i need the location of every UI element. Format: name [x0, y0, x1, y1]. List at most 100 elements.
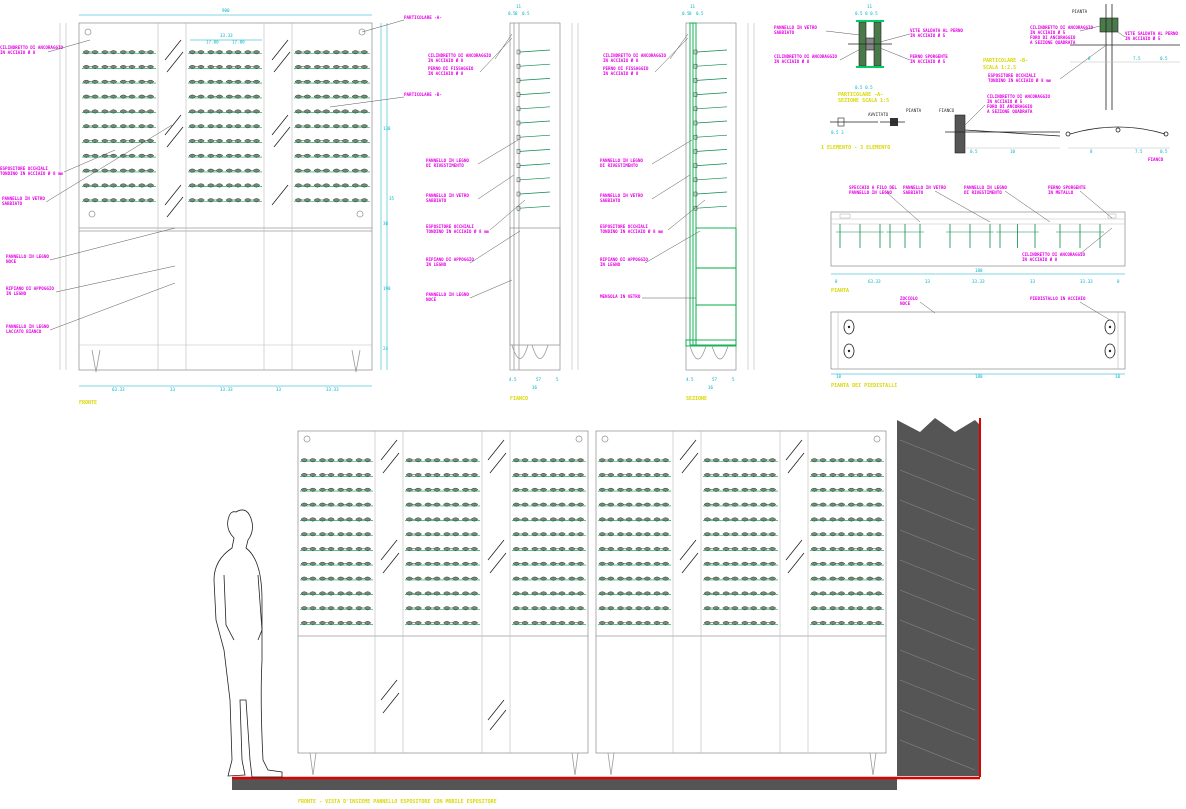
label-laccato: PANNELLO IN LEGNO	[6, 324, 49, 329]
pedestal-label: PIEDISTALLO IN ACCIAIO	[1030, 296, 1086, 301]
pedestal-foot	[1104, 343, 1116, 359]
detail-a-title: PARTICOLARE -A-	[838, 92, 883, 98]
side2-label: TONDINO IN ACCIAIO Ø 8 mm	[600, 229, 664, 234]
glasses-icon	[531, 458, 548, 463]
display-rod	[696, 49, 728, 53]
leader	[667, 199, 706, 231]
front-right-dim-text: 24	[383, 346, 389, 351]
glasses-icon	[722, 591, 739, 596]
leader	[825, 30, 861, 36]
side2-label: PERNO DI FISSAGGIO	[603, 66, 649, 71]
display-rod	[519, 177, 551, 181]
title-sezione: SEZIONE	[686, 396, 707, 402]
detail-b-dim: 7.5	[1133, 56, 1141, 61]
glasses-icon	[337, 591, 353, 596]
side1-bottom-dim: 4.5	[509, 377, 517, 382]
glasses-icon	[351, 168, 369, 173]
glasses-icon	[635, 458, 651, 463]
glasses-icon	[462, 458, 479, 463]
detail-b-fianco2: FIANCO	[1148, 157, 1164, 162]
detail-b-end-circle	[1115, 127, 1121, 133]
leader	[477, 139, 519, 165]
display-rod	[519, 149, 551, 152]
side2-outline	[685, 22, 737, 371]
detail-b-curve	[1069, 126, 1166, 135]
label-pannello-legno-sub: NOCE	[6, 259, 17, 264]
front-right-dim-text: 130	[383, 126, 391, 131]
side2-bottom-dim: 5	[732, 377, 735, 382]
detail-b: PIANTA 8 7.5 0.5 CILINDRETTO DI ANCORAGG…	[821, 4, 1180, 162]
detail-b-dim: 10	[1010, 149, 1016, 154]
detail-a-label: PANNELLO IN VETRO	[774, 25, 817, 30]
side2-bottom-dim: 4.5	[686, 377, 694, 382]
glasses-icon	[598, 517, 615, 522]
leader	[469, 279, 513, 299]
glasses-icon	[531, 487, 548, 492]
glasses-icon	[703, 487, 720, 492]
plan-label: PANNELLO IN LEGNO	[849, 190, 892, 195]
detail-a-label: SABBIATO	[774, 30, 795, 35]
leader	[964, 104, 986, 126]
front-dimensions: 900 33.33 17.00 17.00 63.33 33 33.33 33 …	[79, 8, 395, 392]
display-rod	[696, 92, 728, 95]
detail-b-label: A SEZIONE QUADRATA	[987, 109, 1033, 114]
rod-anchor	[693, 49, 698, 55]
side1-label: TONDINO IN ACCIAIO Ø 8 mm	[426, 229, 490, 234]
leader	[49, 282, 176, 331]
leader	[644, 230, 701, 264]
front-bottom-dim-text: 33	[276, 387, 282, 392]
glasses-icon	[300, 591, 317, 596]
glasses-icon	[653, 621, 670, 626]
detail-b-label: CILINDRETTO DI ANCORAGGIO	[1030, 25, 1094, 30]
overview-feet	[309, 752, 877, 776]
glasses-icon	[741, 458, 758, 463]
glasses-icon	[332, 124, 350, 129]
detail-a-top-bar	[856, 20, 884, 22]
display-rod	[696, 191, 728, 195]
glasses-icon	[617, 606, 633, 611]
rod-anchor	[516, 78, 521, 83]
glasses-icon	[722, 561, 739, 566]
rod-anchor	[693, 63, 698, 69]
glasses-icon	[810, 621, 827, 626]
plan-dim: 8	[835, 279, 838, 284]
glasses-icon	[225, 153, 242, 158]
detail-b-side-block	[954, 114, 966, 154]
glasses-icon	[244, 198, 261, 203]
side1-label: IN ACCIAIO Ø 8	[428, 58, 464, 63]
label-espositore-sub: TONDINO IN ACCIAIO Ø 8 mm	[0, 171, 64, 176]
side2-label: MENSOLA IN VETRO	[600, 294, 641, 299]
side1-label: NOCE	[426, 297, 437, 302]
rod-anchor	[516, 120, 521, 126]
side2-label: IN ACCIAIO Ø 8	[603, 71, 639, 76]
glasses-icon	[598, 473, 615, 478]
detail-b-label: CILINDRETTO DI ANCORAGGIO	[987, 94, 1051, 99]
detail-a-dim: 0.5 8 0.5	[855, 11, 878, 16]
leader	[669, 33, 689, 60]
overview-wall	[897, 418, 980, 776]
leader	[63, 149, 116, 173]
side1-top-dim: 11	[516, 4, 522, 9]
detail-a-scale: SEZIONE SCALA 1:5	[838, 98, 889, 104]
glasses-icon	[82, 168, 99, 173]
side1-outline	[509, 22, 561, 371]
glasses-icon	[549, 561, 566, 566]
overview-human-arms	[223, 574, 263, 641]
leader	[49, 227, 176, 261]
side-elevation-1: 11 0.5 8 0.5 4.5 57 5 36 FIANCO CILINDRE…	[426, 4, 579, 402]
glasses-icon	[188, 198, 205, 203]
glasses-icon	[207, 124, 224, 129]
side2-label: DI RIVESTIMENTO	[600, 163, 638, 168]
side1-feet	[511, 344, 549, 359]
display-rod	[519, 163, 551, 166]
overview-title: FRONTE - VISTA D'INSIEME PANNELLO ESPOSI…	[298, 799, 497, 805]
detail-b-title: PARTICOLARE -B-	[983, 58, 1028, 64]
rod-anchor	[693, 120, 698, 126]
side1-cabinet	[509, 227, 561, 346]
detail-b-dim: 0.5 3	[831, 130, 844, 135]
side1-top-dim: 0.5	[522, 11, 530, 16]
side1-bottom-dim: 5	[556, 377, 559, 382]
side1-bottom-dim: 36	[532, 385, 538, 390]
side1-label: PERNO DI FISSAGGIO	[428, 66, 474, 71]
leader	[884, 190, 921, 223]
